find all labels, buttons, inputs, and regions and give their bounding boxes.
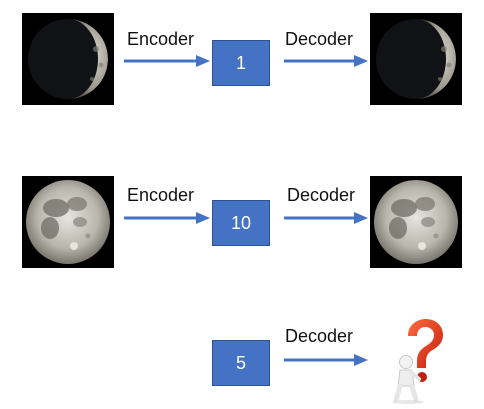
crescent-moon-icon [370, 13, 462, 105]
encoder-arrow [124, 211, 210, 225]
decoder-label: Decoder [285, 29, 354, 49]
crescent-moon-input-image [22, 13, 114, 105]
code-box: 1 [212, 40, 270, 86]
decoder-label: Decoder [285, 326, 354, 346]
question-mark-figure-icon [392, 319, 443, 404]
encoder-arrow [124, 54, 210, 68]
decoder-arrow [284, 54, 368, 68]
code-box: 10 [212, 200, 270, 246]
code-box: 5 [212, 340, 270, 386]
full-moon-icon [22, 176, 114, 268]
decoder-arrow [284, 353, 368, 367]
encoder-label: Encoder [127, 185, 195, 205]
decoder-label: Decoder [287, 185, 356, 205]
full-moon-output-image [370, 176, 462, 268]
crescent-moon-icon [22, 13, 114, 105]
decoder-arrow [284, 211, 368, 225]
crescent-moon-output-image [370, 13, 462, 105]
full-moon-icon [370, 176, 462, 268]
full-moon-input-image [22, 176, 114, 268]
question-mark-figure [386, 316, 446, 404]
encoder-label: Encoder [127, 29, 195, 49]
